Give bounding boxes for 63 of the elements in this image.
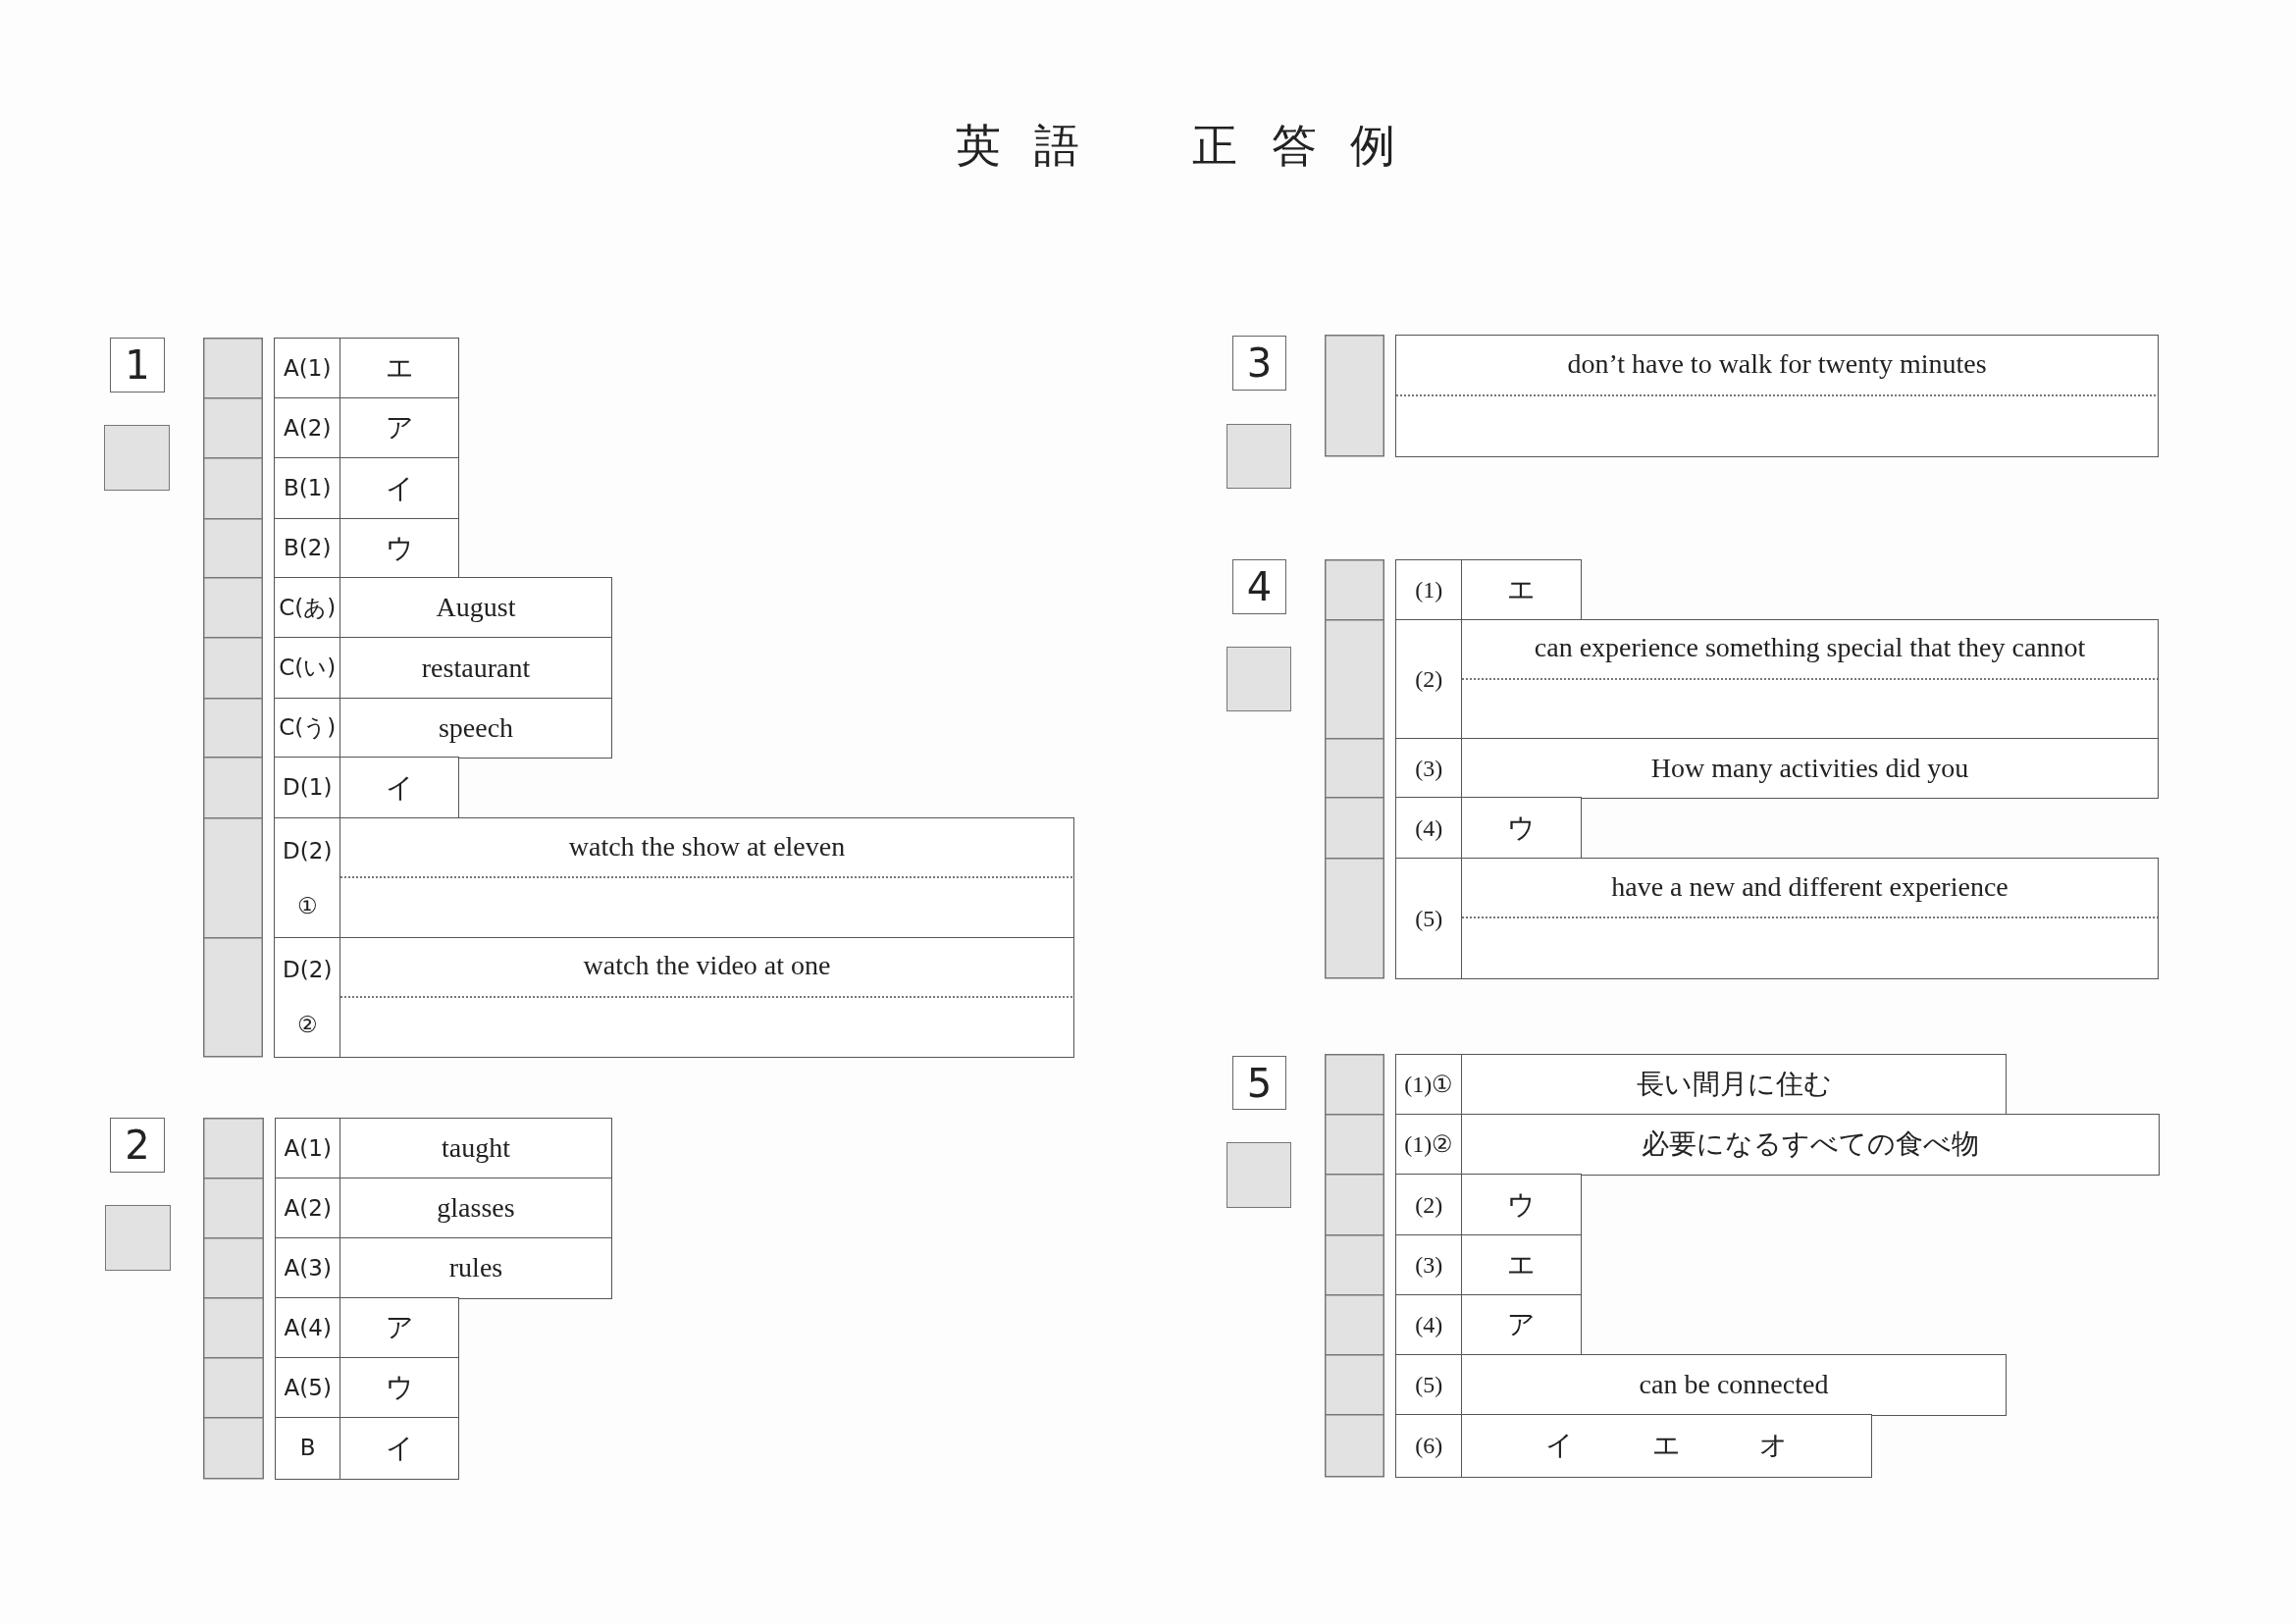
question-label: B(1) — [274, 457, 341, 520]
question-label: A(1) — [275, 1118, 341, 1179]
question-label: (5) — [1395, 1354, 1463, 1416]
answer-cell: watch the show at eleven — [339, 817, 1074, 939]
answer-cell: have a new and different experience — [1461, 858, 2159, 979]
question-label: A(5) — [275, 1357, 341, 1419]
answer-cell: イ エ オ — [1461, 1414, 1872, 1478]
question-label: (3) — [1395, 1234, 1463, 1296]
question-label: (1) — [1395, 559, 1463, 621]
answer-cell: don’t have to walk for twenty minutes — [1395, 335, 2159, 457]
question-label: (1)② — [1395, 1114, 1463, 1176]
answer-cell: can be connected — [1461, 1354, 2007, 1416]
question-label: A(2) — [275, 1178, 341, 1239]
answer-cell: ウ — [339, 1357, 459, 1419]
question-label: (2) — [1395, 1174, 1463, 1236]
section-number: 2 — [110, 1118, 165, 1173]
question-label: A(2) — [274, 397, 341, 459]
answer-cell: taught — [339, 1118, 612, 1179]
question-label: B(2) — [274, 518, 341, 579]
question-label: C(あ) — [274, 577, 341, 639]
question-label: B — [275, 1417, 341, 1480]
question-label: C(い) — [274, 637, 341, 700]
answer-cell: watch the video at one — [339, 937, 1074, 1058]
answer-cell: 長い間月に住む — [1461, 1054, 2007, 1116]
answer-cell: can experience something special that they cannot — [1461, 619, 2159, 740]
answer-cell: エ — [1461, 559, 1582, 621]
question-label: A(4) — [275, 1297, 341, 1359]
section-number: 3 — [1232, 336, 1286, 391]
answer-cell: ア — [339, 397, 459, 459]
question-label: D(2) ② — [274, 937, 341, 1058]
question-label: (2) — [1395, 619, 1463, 740]
question-label: (4) — [1395, 1294, 1463, 1356]
section-number: 1 — [110, 338, 165, 393]
question-label: (3) — [1395, 738, 1463, 799]
answer-cell: restaurant — [339, 637, 612, 700]
answer-cell: ア — [339, 1297, 459, 1359]
question-label: (4) — [1395, 797, 1463, 860]
answer-cell: ウ — [1461, 1174, 1582, 1236]
answer-cell: glasses — [339, 1178, 612, 1239]
answer-cell: イ — [339, 457, 459, 520]
answer-cell: 必要になるすべての食べ物 — [1461, 1114, 2160, 1176]
answer-cell: rules — [339, 1237, 612, 1299]
answer-cell: イ — [339, 1417, 459, 1480]
question-label: A(3) — [275, 1237, 341, 1299]
question-label: A(1) — [274, 338, 341, 399]
section-number: 5 — [1232, 1056, 1286, 1110]
answer-cell: ア — [1461, 1294, 1582, 1356]
question-label: (5) — [1395, 858, 1463, 979]
question-label: D(1) — [274, 757, 341, 819]
answer-cell: speech — [339, 698, 612, 759]
answer-cell: How many activities did you — [1461, 738, 2159, 799]
answer-cell: イ — [339, 757, 459, 819]
question-label: D(2) ① — [274, 817, 341, 939]
question-label: (6) — [1395, 1414, 1463, 1478]
answer-cell: August — [339, 577, 612, 639]
title: 英語 正答例 — [955, 120, 1430, 173]
question-label: (1)① — [1395, 1054, 1463, 1116]
section-number: 4 — [1232, 559, 1286, 614]
answer-cell: エ — [339, 338, 459, 399]
answer-cell: ウ — [1461, 797, 1582, 860]
answer-cell: エ — [1461, 1234, 1582, 1296]
question-label: C(う) — [274, 698, 341, 759]
answer-cell: ウ — [339, 518, 459, 579]
